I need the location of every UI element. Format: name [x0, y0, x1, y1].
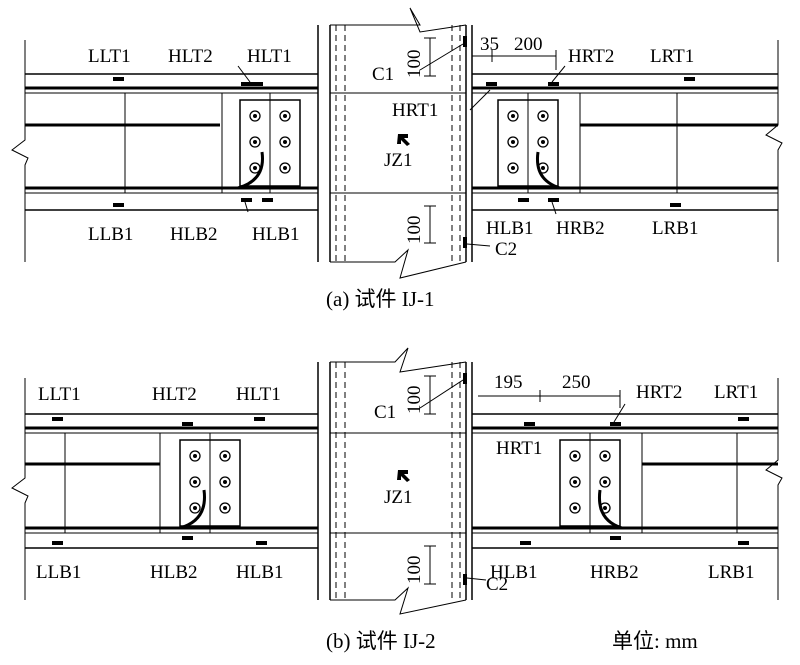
label-hrt1-b: HRT1	[496, 438, 542, 459]
label-hlb2-a: HLB2	[170, 224, 218, 245]
strain-gauges-a	[113, 36, 695, 248]
column-a	[317, 7, 473, 279]
label-hrt2-b: HRT2	[636, 382, 682, 403]
label-llt1-a: LLT1	[88, 46, 131, 67]
dim-col-top-b: 100	[404, 386, 425, 415]
label-hrb2-b: HRB2	[590, 562, 639, 583]
dimensions-a	[424, 37, 557, 244]
label-hrt1-a: HRT1	[392, 100, 438, 121]
bolt-plate-left-a	[237, 93, 301, 193]
dim-right-b-a: 200	[514, 34, 543, 55]
label-c2-a: C2	[495, 239, 517, 260]
panel-b: LLT1 HLT2 HLT1 HRT2 LRT1 HRT1 C1 C2 JZ1 …	[11, 347, 783, 653]
bolt-plate-right-a	[497, 93, 561, 193]
label-lrb1-b: LRB1	[708, 562, 754, 583]
label-c1-b: C1	[374, 402, 396, 423]
label-c1-a: C1	[372, 64, 394, 85]
label-hlb1r-a: HLB1	[486, 218, 534, 239]
label-llt1-b: LLT1	[38, 384, 81, 405]
label-hlt2-a: HLT2	[168, 46, 213, 67]
label-lrt1-a: LRT1	[650, 46, 694, 67]
label-hlt1-b: HLT1	[236, 384, 281, 405]
panel-a: LLT1 HLT2 HLT1 HRT2 LRT1 HRT1 C1 C2 JZ1 …	[11, 7, 783, 311]
label-lrt1-b: LRT1	[714, 382, 758, 403]
caption-b: (b) 试件 IJ-2	[326, 629, 436, 653]
label-hlt1-a: HLT1	[247, 46, 292, 67]
label-hlb1-b: HLB1	[236, 562, 284, 583]
label-hlb1r-b: HLB1	[490, 562, 538, 583]
label-lrb1-a: LRB1	[652, 218, 698, 239]
dim-right-a-a: 35	[480, 34, 499, 55]
label-hlt2-b: HLT2	[152, 384, 197, 405]
column-b	[317, 347, 473, 615]
beam-outline-b	[11, 378, 783, 600]
dimensions-b	[424, 375, 621, 585]
dim-col-bottom-b: 100	[404, 556, 425, 585]
flange-bars-b	[25, 426, 778, 534]
label-hrb2-a: HRB2	[556, 218, 605, 239]
strain-gauges-b	[52, 373, 749, 585]
label-jz1-b: JZ1	[384, 487, 413, 508]
label-llb1-b: LLB1	[36, 562, 81, 583]
unit-note: 单位: mm	[612, 629, 698, 653]
label-hrt2-a: HRT2	[568, 46, 614, 67]
leaders-b	[419, 379, 626, 581]
dim-right-b-b: 250	[562, 372, 591, 393]
bolt-plate-right-b	[559, 433, 623, 533]
dim-right-a-b: 195	[494, 372, 523, 393]
label-jz1-a: JZ1	[384, 150, 413, 171]
label-hlb1-a: HLB1	[252, 224, 300, 245]
dim-col-bottom-a: 100	[404, 216, 425, 245]
label-llb1-a: LLB1	[88, 224, 133, 245]
label-c2-b: C2	[486, 574, 508, 595]
dim-col-top-a: 100	[404, 50, 425, 79]
steel-sections-b	[64, 432, 738, 534]
beam-outline-a	[11, 40, 783, 262]
caption-a: (a) 试件 IJ-1	[326, 287, 434, 311]
leaders-a	[237, 43, 566, 247]
label-hlb2-b: HLB2	[150, 562, 198, 583]
bolt-plate-left-b	[179, 433, 241, 533]
